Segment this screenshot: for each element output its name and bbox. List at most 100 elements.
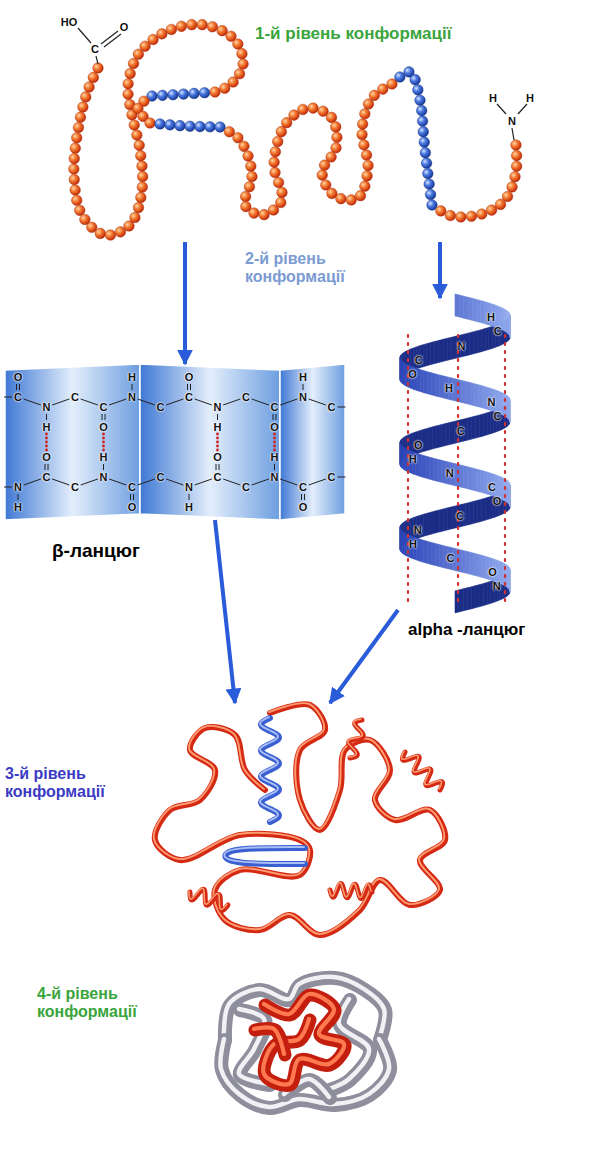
helix-ribbon-front bbox=[482, 386, 486, 409]
amino-acid-bead bbox=[80, 92, 91, 103]
chain-guide bbox=[74, 24, 243, 235]
amino-acid-bead bbox=[75, 112, 86, 123]
helix-ribbon-front bbox=[420, 370, 424, 393]
atom-symbol: C bbox=[14, 392, 22, 403]
amino-acid-bead bbox=[70, 143, 81, 154]
helix-ribbon-front bbox=[455, 294, 459, 317]
amino-acid-bead bbox=[355, 190, 366, 201]
amino-acid-bead bbox=[330, 122, 341, 133]
hydrogen-bond-dot bbox=[102, 437, 105, 440]
structure-node: 4-й рівень конформації bbox=[215, 975, 395, 1113]
amino-acid-bead bbox=[269, 157, 280, 168]
amino-acid-bead bbox=[237, 48, 248, 59]
amino-acid-bead bbox=[105, 230, 116, 241]
amino-acid-bead bbox=[421, 158, 432, 169]
amino-acid-bead bbox=[166, 24, 177, 35]
bond-line bbox=[24, 399, 41, 405]
helix-ribbon-back bbox=[486, 497, 490, 520]
helix-ribbon-front bbox=[461, 380, 465, 403]
amino-acid-bead bbox=[123, 89, 134, 100]
helix-ribbon-back bbox=[489, 326, 492, 349]
helix-ribbon-back bbox=[427, 343, 431, 366]
bond-line bbox=[19, 384, 20, 390]
amino-acid-bead bbox=[71, 195, 82, 206]
amino-acid-bead bbox=[298, 104, 309, 115]
atom-symbol: H bbox=[185, 502, 193, 513]
atom-symbol: N bbox=[128, 392, 136, 403]
hydrogen-bond-dot bbox=[45, 433, 48, 436]
atom-symbol: H bbox=[489, 93, 497, 104]
atom-symbol: O bbox=[270, 422, 279, 433]
amino-acid-bead bbox=[417, 116, 428, 127]
helix-ribbon-front bbox=[474, 384, 478, 407]
atom-symbol: C bbox=[71, 482, 79, 493]
helix-ribbon-back bbox=[485, 327, 489, 350]
atom-symbol: N bbox=[508, 116, 516, 127]
bond-line bbox=[190, 384, 191, 390]
amino-acid-bead bbox=[123, 78, 134, 89]
helix-ribbon-back bbox=[472, 416, 476, 439]
bond-line bbox=[109, 399, 126, 405]
sheet-hairpin-highlight bbox=[224, 847, 304, 863]
hydrogen-bond-dot bbox=[216, 437, 219, 440]
bond-line bbox=[301, 494, 302, 500]
amino-acid-bead bbox=[466, 211, 477, 222]
atom-symbol: O bbox=[99, 422, 108, 433]
helix-ribbon-front bbox=[480, 470, 484, 493]
protein-coil-highlight bbox=[329, 883, 371, 898]
helix-ribbon-front bbox=[470, 552, 474, 575]
helix-ribbon-back bbox=[439, 509, 443, 532]
bond-line bbox=[338, 407, 346, 408]
amino-acid-bead bbox=[71, 132, 82, 143]
helix-ribbon-front bbox=[478, 554, 482, 577]
bond-line bbox=[497, 104, 506, 114]
helix-ribbon-back bbox=[481, 329, 485, 352]
amino-acid-bead bbox=[137, 182, 148, 193]
bond-line bbox=[280, 399, 297, 405]
subunit-tube-red-highlight bbox=[254, 1028, 284, 1054]
amino-acid-bead bbox=[357, 129, 368, 140]
hydrogen-bond-dot bbox=[273, 433, 276, 436]
helix-ribbon-back bbox=[443, 508, 447, 531]
bond-line bbox=[166, 479, 183, 485]
helix-ribbon-front bbox=[509, 400, 510, 423]
amino-acid-bead bbox=[357, 119, 368, 130]
helix-ribbon-front bbox=[496, 390, 499, 413]
bond-line bbox=[195, 399, 212, 405]
atom-symbol: C bbox=[242, 482, 250, 493]
atom-symbol: O bbox=[42, 452, 51, 463]
bond-line bbox=[52, 399, 69, 405]
helix-ribbon-back bbox=[478, 330, 482, 353]
helix-ribbon-front bbox=[431, 373, 435, 396]
amino-acid-bead bbox=[128, 58, 139, 69]
helix-ribbon-front bbox=[465, 551, 469, 574]
amino-acid-bead bbox=[510, 171, 521, 182]
amino-acid-bead bbox=[199, 87, 210, 98]
helix-ribbon-back bbox=[487, 412, 490, 435]
helix-ribbon-front bbox=[476, 299, 480, 322]
bond-line bbox=[189, 494, 190, 500]
hydrogen-bond-dot bbox=[273, 437, 276, 440]
tertiary-structure bbox=[154, 703, 445, 935]
atom-symbol: N bbox=[43, 402, 51, 413]
subunit-tube-red bbox=[255, 1029, 285, 1055]
helix-ribbon-back bbox=[470, 501, 474, 524]
bond-line bbox=[338, 477, 346, 478]
helix-ribbon-back bbox=[473, 331, 477, 354]
level-caption: 3-й рівень конформації bbox=[5, 765, 140, 802]
amino-acid-bead bbox=[308, 103, 319, 114]
helix-ribbon-front bbox=[435, 543, 439, 566]
amino-acid-bead bbox=[137, 171, 148, 182]
protein-coil bbox=[190, 889, 228, 910]
helix-ribbon-front bbox=[424, 540, 428, 563]
helix-ribbon-front bbox=[464, 296, 468, 319]
amino-acid-bead bbox=[207, 21, 218, 32]
amino-acid-bead bbox=[69, 153, 80, 164]
atom-symbol: N bbox=[446, 468, 454, 479]
structure-node: CONHCCONHCCONHCCONHCNHCOCNHCOCNHCOCNHCOC… bbox=[5, 364, 345, 520]
bond-line bbox=[187, 384, 188, 390]
hydrogen-bond-dot bbox=[216, 433, 219, 436]
helix-ribbon-front bbox=[474, 553, 478, 576]
helix-ribbon-front bbox=[472, 298, 476, 321]
atom-symbol: O bbox=[493, 496, 502, 507]
